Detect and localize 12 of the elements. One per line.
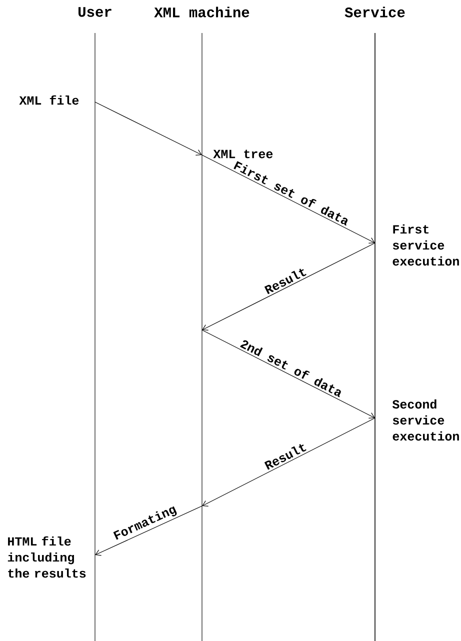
- note-label: Second service execution: [392, 399, 459, 441]
- arrow: [94, 102, 202, 156]
- arrow: [202, 242, 376, 330]
- edge-label: 2nd set of data: [238, 336, 346, 399]
- note-label: XML tree: [213, 150, 273, 158]
- note-label: HTML file including the results: [8, 536, 86, 578]
- arrow: [202, 330, 375, 418]
- note-label: XML file: [19, 95, 79, 105]
- note-label: First service execution: [392, 224, 459, 266]
- arrow: [202, 154, 375, 244]
- arrow: [202, 418, 376, 506]
- arrow: [95, 506, 202, 556]
